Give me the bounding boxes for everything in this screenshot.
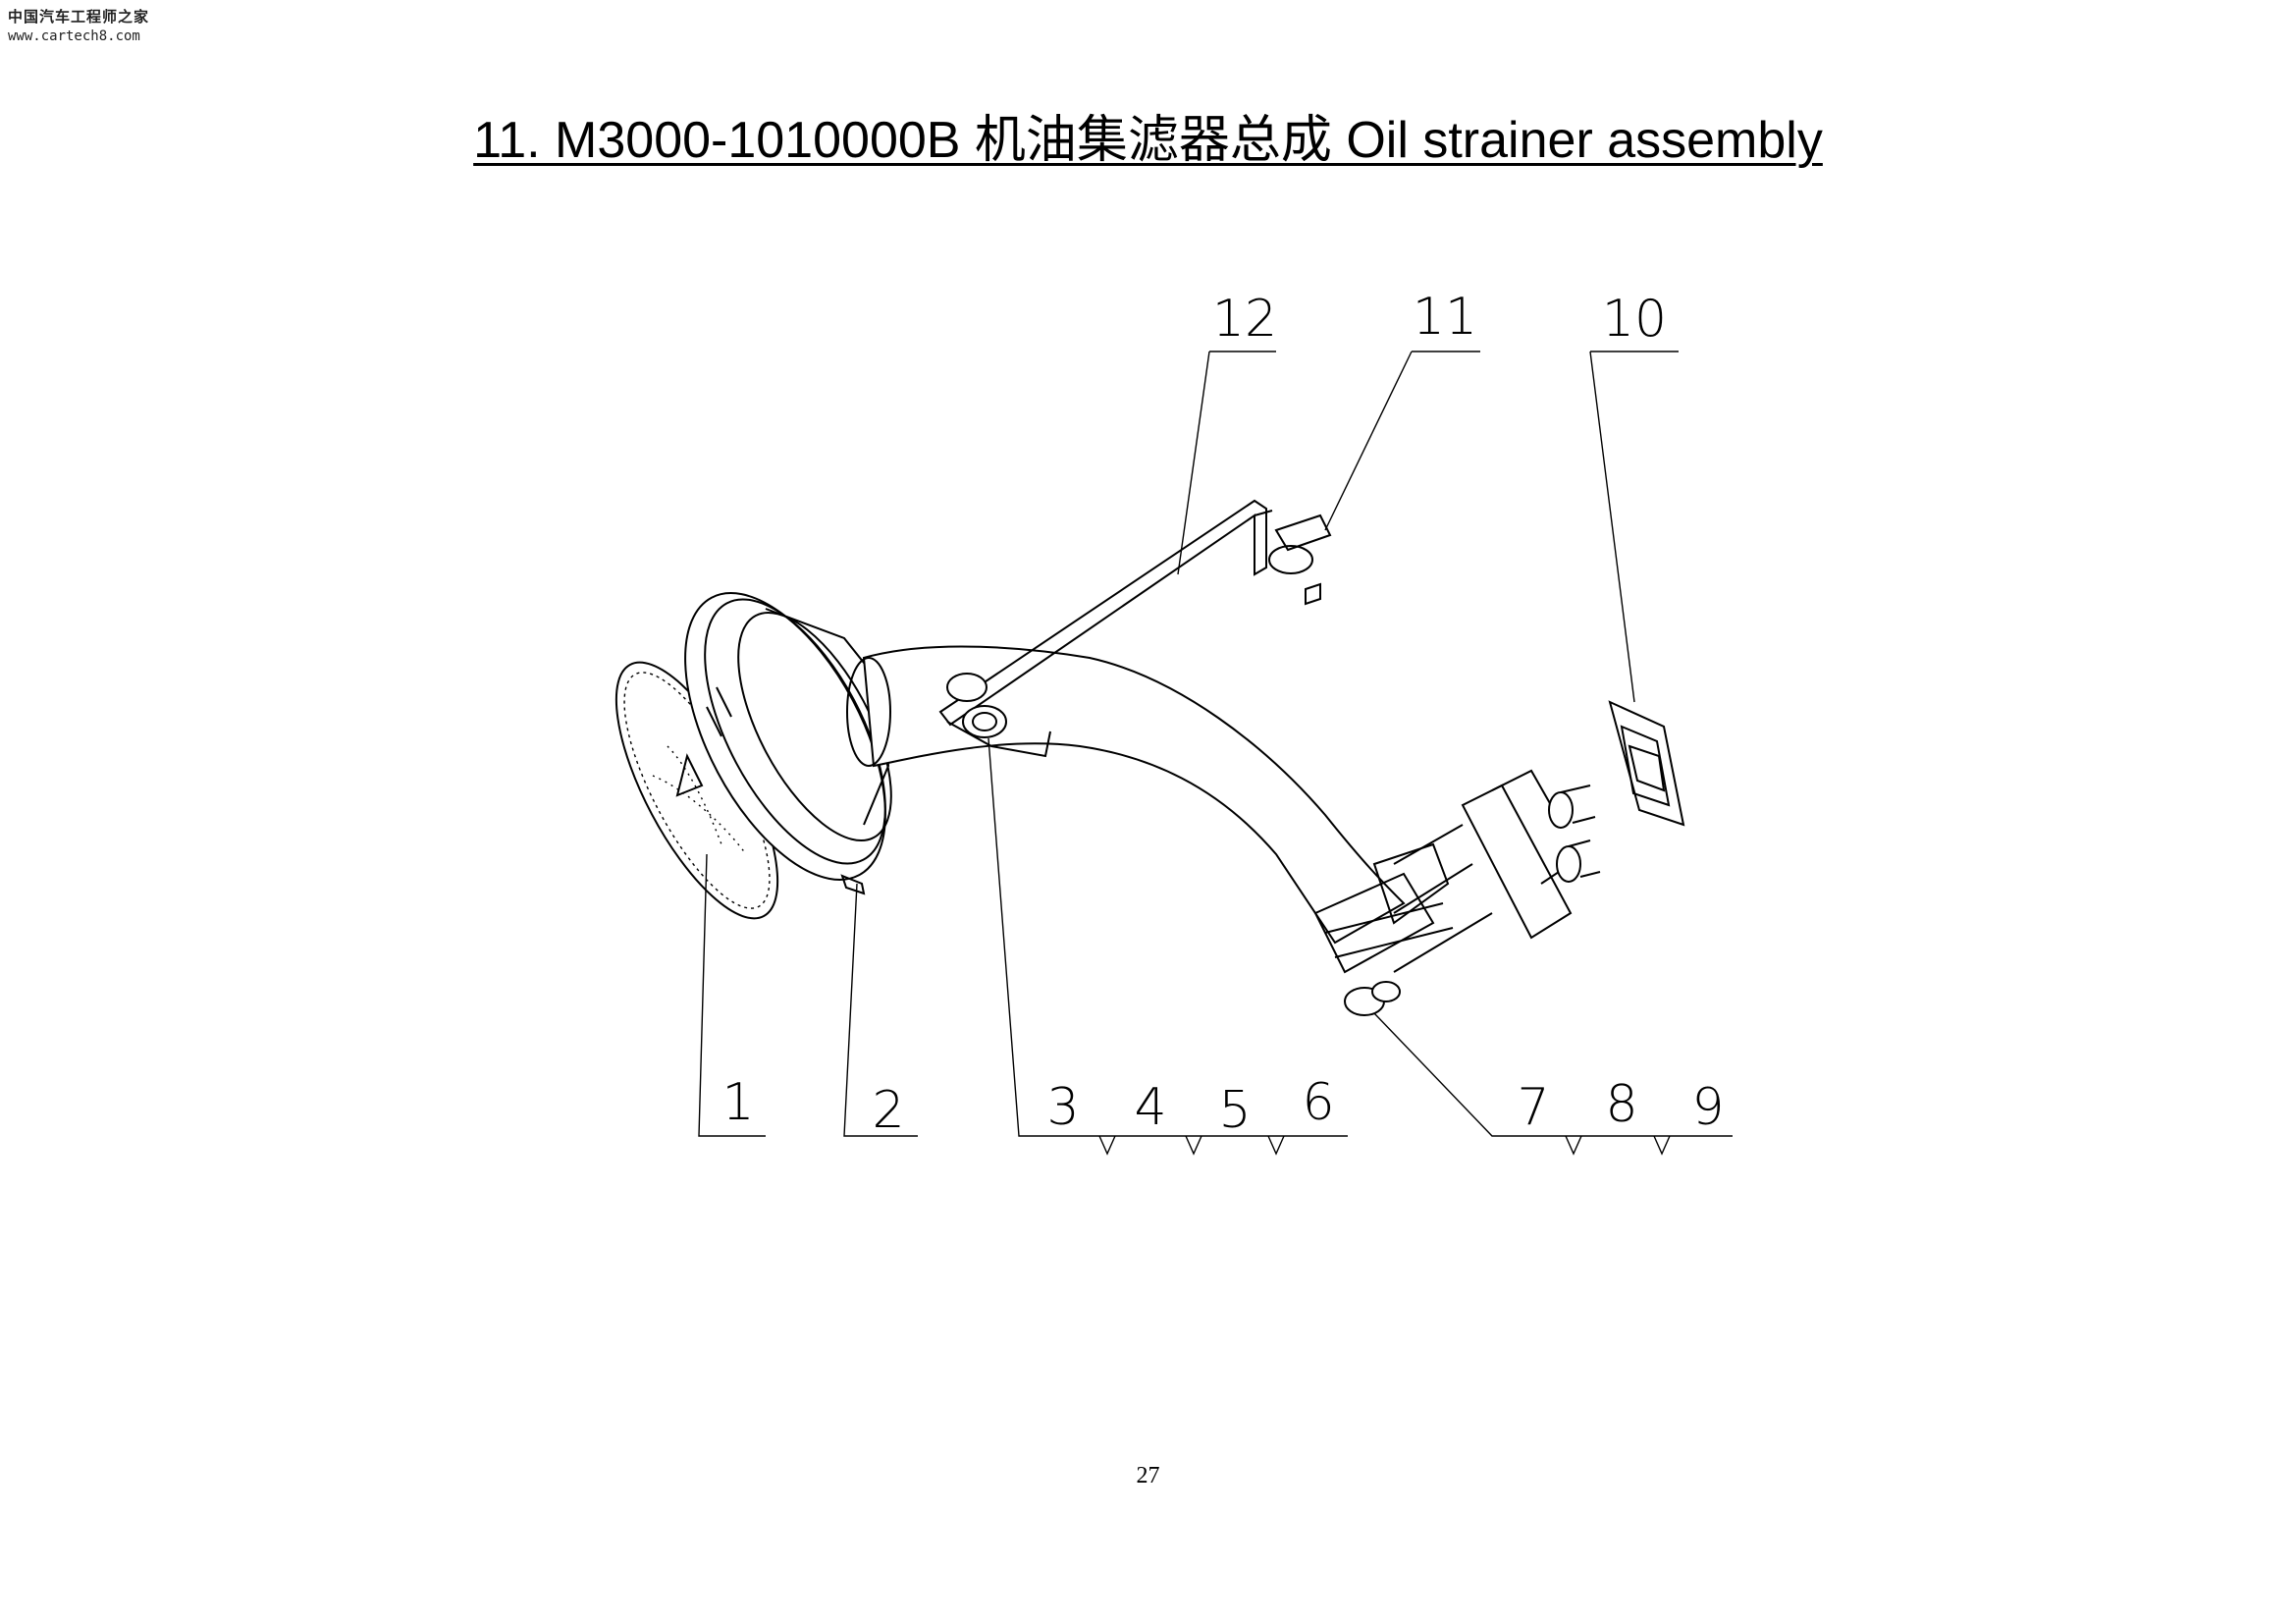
callout-4: 4 xyxy=(1134,1078,1166,1137)
part-bracket xyxy=(938,499,1273,727)
callout-12: 12 xyxy=(1212,290,1277,349)
page-number: 27 xyxy=(1136,1463,1160,1488)
watermark-url: www.cartech8.com xyxy=(8,28,140,44)
callout-8: 8 xyxy=(1605,1075,1637,1134)
callout-9: 9 xyxy=(1691,1078,1724,1137)
page-title: 11. M3000-1010000B 机油集滤器总成 Oil strainer … xyxy=(0,98,2296,172)
watermark-site-name: 中国汽车工程师之家 xyxy=(8,8,150,26)
page-title-text: 11. M3000-1010000B 机油集滤器总成 Oil strainer … xyxy=(473,112,1823,169)
callout-3: 3 xyxy=(1046,1078,1079,1137)
callout-11: 11 xyxy=(1413,288,1477,347)
watermark: 中国汽车工程师之家 www.cartech8.com xyxy=(8,6,149,44)
callout-6: 6 xyxy=(1302,1073,1334,1132)
callout-2: 2 xyxy=(872,1081,904,1140)
callout-1: 1 xyxy=(721,1073,754,1132)
part-clamp-bolt xyxy=(946,673,1051,758)
leader-lines xyxy=(698,351,1733,1156)
part-bracket-bolt xyxy=(1268,514,1332,606)
part-flange-bolt xyxy=(1344,981,1401,1016)
callout-5: 5 xyxy=(1218,1081,1251,1140)
part-gasket xyxy=(1608,700,1685,827)
part-suction-tube xyxy=(846,645,1454,974)
callout-10: 10 xyxy=(1602,290,1667,349)
callout-labels: 1 2 3 4 5 6 7 8 9 10 11 12 xyxy=(721,288,1724,1140)
part-outlet-flange xyxy=(1393,769,1601,973)
callout-7: 7 xyxy=(1517,1078,1549,1137)
